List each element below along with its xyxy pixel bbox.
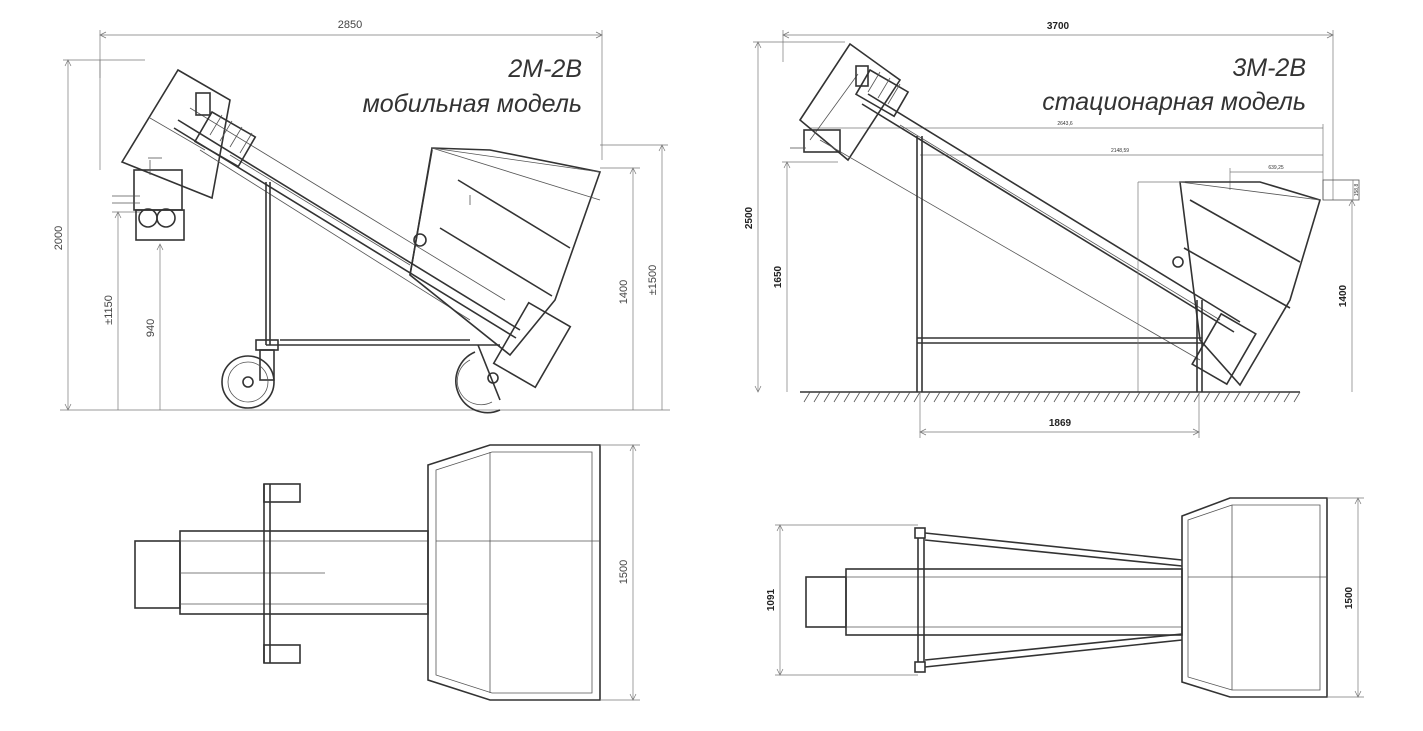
mobile-conveyor [112, 68, 521, 339]
mobile-side-view: 2850 2000 ±1150 940 1400 ±1500 2М-2В моб… [53, 19, 670, 414]
stationary-dim-a: 2643,6 [1057, 121, 1073, 127]
stationary-dim-b: 2148,59 [1111, 148, 1129, 154]
mobile-height-hopper-max-dim: ±1500 [647, 265, 659, 296]
stationary-frame-length-dim: 1869 [1049, 418, 1072, 429]
stationary-model-subtitle: стационарная модель [1042, 88, 1306, 116]
mobile-wheel-front [221, 355, 275, 409]
mobile-hopper [409, 147, 602, 389]
stationary-model-code: 3М-2В [1232, 54, 1306, 82]
mobile-height-inlet-dim: 940 [145, 319, 157, 337]
stationary-dim-c: 639,25 [1268, 165, 1284, 171]
stationary-width-dim: 1500 [1344, 586, 1355, 609]
stationary-height-hopper-dim: 1400 [1338, 284, 1349, 307]
stationary-height-total-dim: 2500 [744, 206, 755, 229]
stationary-width-frame-dim: 1091 [766, 588, 777, 611]
mobile-model-code: 2М-2В [507, 55, 582, 83]
stationary-top-view: 1091 1500 [766, 497, 1364, 698]
mobile-top-view: 1500 [134, 444, 640, 701]
stationary-length-dim: 3700 [1047, 21, 1070, 32]
stationary-conveyor [790, 42, 1241, 361]
stationary-dim-d: 158,8 [1354, 184, 1360, 197]
stationary-frame [916, 136, 1203, 392]
stationary-hopper [1172, 181, 1321, 387]
mobile-length-dim: 2850 [338, 19, 362, 31]
mobile-frame [221, 182, 501, 414]
stationary-ground-hatch [803, 391, 1301, 403]
mobile-wheel-rear [455, 351, 501, 414]
mobile-width-dim: 1500 [618, 560, 630, 584]
mobile-height-total-dim: 2000 [53, 226, 65, 250]
mobile-height-hopper-dim: 1400 [618, 280, 630, 304]
mobile-height-outlet-dim: ±1150 [103, 295, 115, 325]
mobile-model-subtitle: мобильная модель [363, 90, 582, 118]
stationary-height-outlet-dim: 1650 [773, 265, 784, 288]
stationary-side-view: 3700 2500 1650 2643,6 2148,59 639,25 158… [744, 21, 1360, 438]
